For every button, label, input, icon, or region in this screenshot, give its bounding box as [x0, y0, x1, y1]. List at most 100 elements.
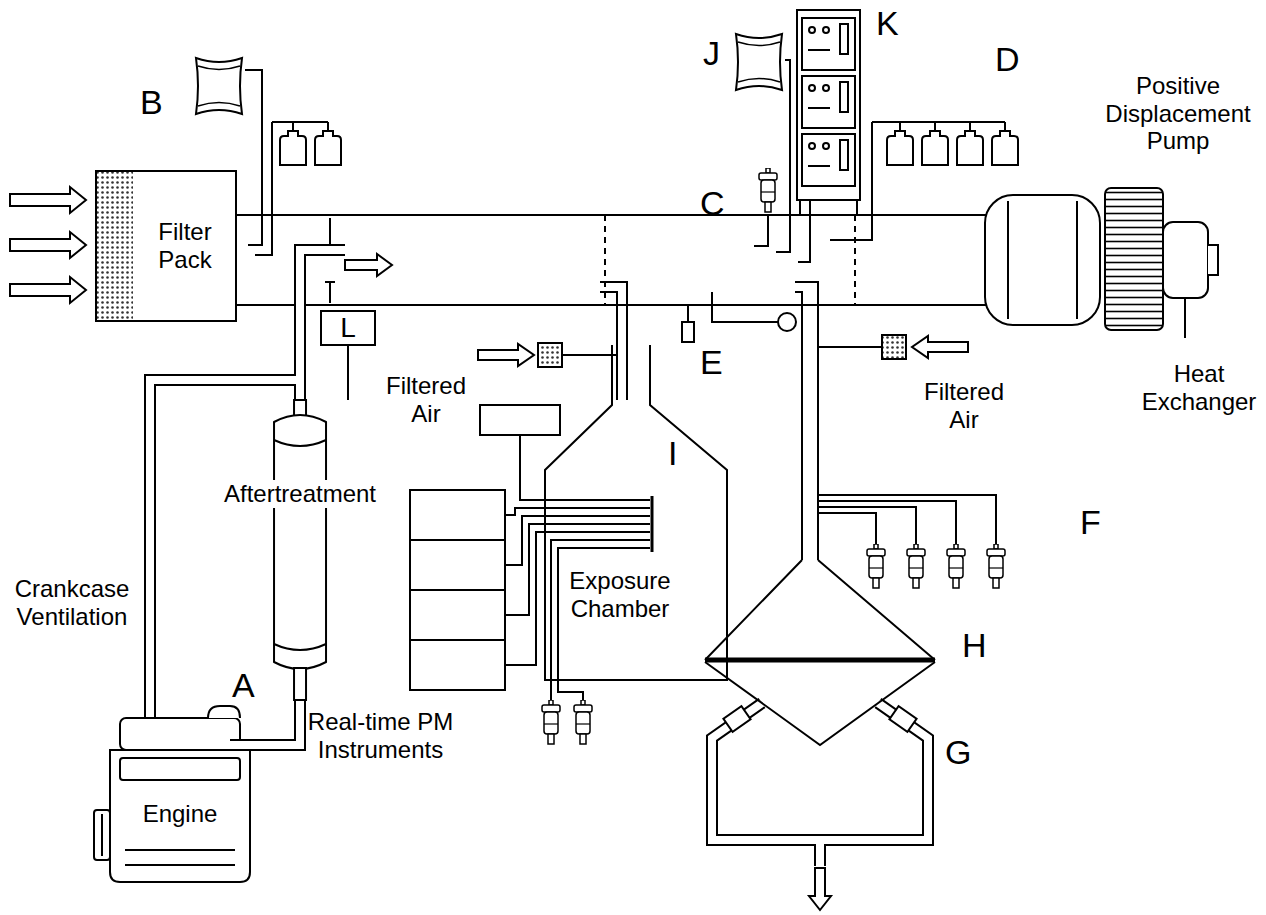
displacement-pump — [1105, 188, 1218, 338]
sampler-j-c — [754, 214, 768, 246]
displacement-pump — [1105, 188, 1163, 330]
filter-holders-f — [867, 544, 885, 588]
realtime-instruments — [505, 435, 650, 665]
sample-pipes — [150, 250, 928, 867]
inlet-arrows — [10, 187, 86, 213]
filter-holders-f — [907, 544, 925, 588]
cyclone-funnel — [705, 662, 935, 745]
filter-pack: Filter Pack — [95, 170, 237, 322]
dilution-tunnel — [325, 218, 335, 303]
callout-letter: G — [945, 735, 971, 769]
sampler-d — [830, 122, 1018, 240]
blowers — [889, 706, 916, 732]
sampler-d — [992, 131, 1018, 165]
realtime-instruments — [410, 490, 505, 540]
sampler-j-c — [776, 60, 790, 252]
sample-pipes — [712, 703, 820, 840]
analyzer-rack-k — [809, 27, 815, 33]
tunnel-probes — [562, 354, 617, 356]
sampler-j-c — [736, 34, 790, 252]
exposure-chamber: Exposure Chamber — [545, 345, 727, 680]
analyzer-rack-k — [823, 85, 829, 91]
component-label: Real-time PM Instruments — [298, 708, 463, 763]
air-filters — [538, 343, 562, 367]
air-filters — [912, 336, 968, 358]
engine: Engine — [90, 700, 270, 885]
engine-outline — [94, 706, 271, 882]
probe-e — [682, 292, 796, 342]
node-text: Exposure Chamber — [564, 567, 676, 622]
sensor-line — [348, 346, 349, 400]
aftertreatment-cylinder-outline — [217, 400, 383, 700]
sampler-b — [255, 122, 328, 255]
component-label: Heat Exchanger — [1140, 360, 1258, 415]
realtime-instruments — [410, 590, 505, 640]
node-text: Engine — [143, 800, 218, 828]
aftertreatment-cylinder-outline — [274, 400, 326, 700]
air-filters — [478, 344, 534, 366]
heat-exchanger — [1008, 201, 1077, 319]
sample-pipes — [820, 703, 928, 840]
tunnel-probes — [600, 282, 627, 400]
analyzer-rack-k — [840, 24, 848, 54]
heat-exchanger — [985, 195, 1100, 325]
analyzer-rack-k — [802, 134, 855, 186]
sampler-b — [315, 131, 341, 165]
analyzer-rack-k — [840, 140, 848, 170]
sampler-j-c — [759, 168, 777, 212]
component-label: Filtered Air — [920, 378, 1008, 433]
tunnel-probes — [562, 282, 882, 560]
node-text: Aftertreatment — [221, 480, 379, 508]
exposure-chamber-outline — [545, 345, 727, 680]
exhaust-arrow — [809, 868, 831, 910]
sampler-d — [887, 131, 913, 165]
sample-pipes — [300, 250, 345, 400]
analyzer-rack-k — [808, 50, 830, 166]
sampler-d — [830, 122, 1005, 240]
sensor-line — [347, 346, 349, 400]
probe-e — [778, 313, 796, 331]
sampler-d — [957, 131, 983, 165]
sample-pipes — [150, 250, 928, 866]
heat-exchanger — [985, 195, 1100, 325]
node-text: Filter Pack — [140, 218, 230, 273]
callout-letter: K — [876, 6, 899, 40]
analyzer-rack-k — [823, 27, 829, 33]
displacement-pump — [1163, 222, 1208, 298]
filter-media — [97, 172, 133, 320]
analyzer-rack-k — [840, 82, 848, 112]
sample-lines-f — [818, 495, 996, 545]
cyclone-funnel — [705, 658, 935, 663]
probe-e — [712, 292, 778, 322]
sampler-b — [196, 58, 242, 114]
air-filters — [882, 335, 906, 359]
exhaust-pipe — [270, 700, 300, 745]
callout-letter: F — [1080, 505, 1101, 539]
blowers — [723, 706, 750, 732]
analyzer-rack-k — [802, 18, 855, 70]
sample-pipes — [712, 703, 820, 840]
displacement-pump — [1184, 298, 1186, 338]
component-label: Crankcase Ventilation — [12, 575, 132, 630]
cyclone-funnel — [705, 560, 935, 745]
filter-holders-f — [947, 544, 965, 588]
analyzer-rack-k — [798, 200, 857, 262]
probe-e — [687, 305, 689, 322]
chamber-filters — [542, 540, 650, 744]
callout-letter: C — [700, 186, 725, 220]
analyzer-rack-k — [802, 76, 855, 128]
analyzer-rack-k — [809, 143, 815, 149]
probe-e — [682, 322, 694, 342]
exhaust-pipe — [270, 700, 300, 745]
displacement-pump — [1208, 245, 1218, 275]
engine-outline — [90, 700, 270, 885]
component-label: Filtered Air — [382, 372, 470, 427]
tunnel-probes — [795, 282, 818, 560]
sample-pipes — [820, 703, 928, 840]
realtime-instruments — [651, 496, 654, 552]
sample-pipes — [300, 250, 346, 400]
inlet-arrows — [10, 232, 86, 258]
exposure-chamber-outline — [545, 345, 727, 680]
callout-letter: D — [995, 42, 1020, 76]
